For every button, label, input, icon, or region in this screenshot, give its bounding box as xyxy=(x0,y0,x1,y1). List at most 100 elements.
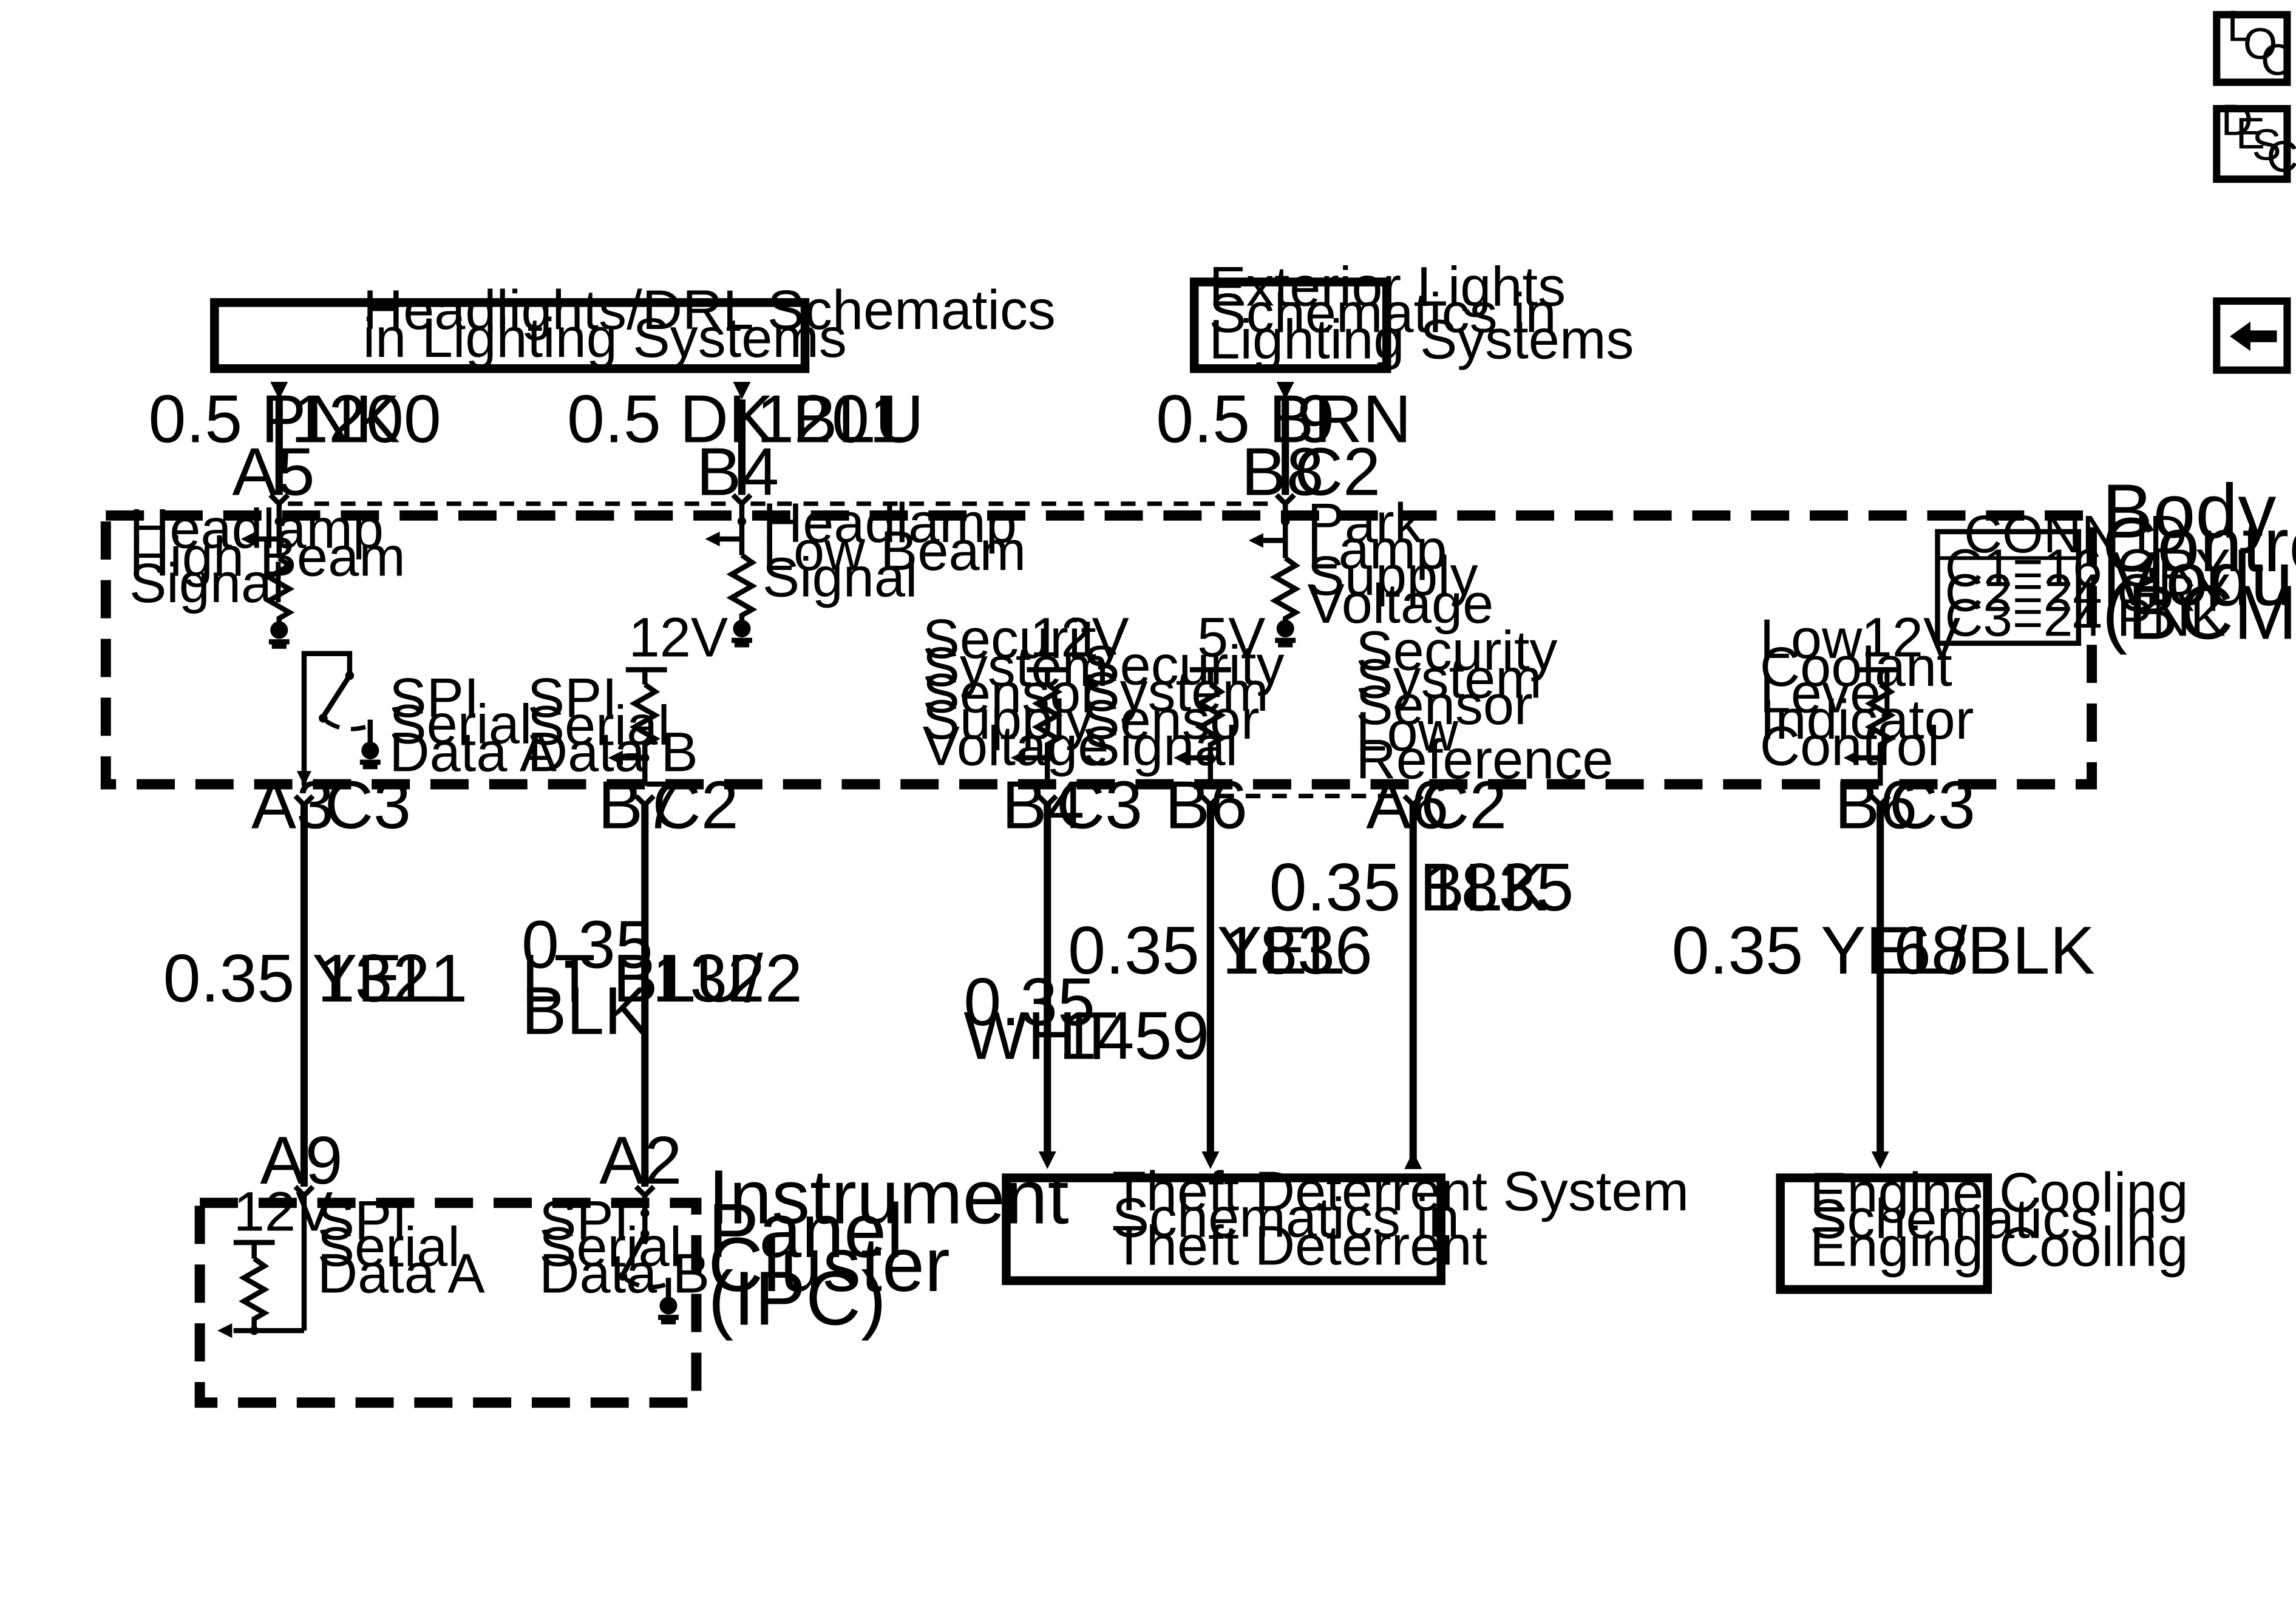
svg-text:C3: C3 xyxy=(325,767,411,843)
svg-text:E: E xyxy=(2236,109,2265,158)
svg-text:Control: Control xyxy=(1760,716,1940,778)
svg-text:SPI: SPI xyxy=(318,1190,407,1252)
svg-text:Cluster: Cluster xyxy=(708,1222,950,1307)
svg-text:System: System xyxy=(1356,648,1542,710)
svg-text:Coolant: Coolant xyxy=(1760,636,1952,698)
svg-text:1201: 1201 xyxy=(756,381,907,456)
ipc-spi-data-b: SPI Serial Data B xyxy=(539,1190,710,1324)
svg-text:C1=16 GRY: C1=16 GRY xyxy=(1945,538,2230,597)
svg-text:Panel: Panel xyxy=(708,1188,903,1273)
security-sensor-low-ref: Security System Sensor Low Reference xyxy=(1356,620,1613,790)
bcm-title: Body Control Module (BCM) xyxy=(2102,469,2296,656)
svg-text:Theft Deterrent System: Theft Deterrent System xyxy=(1112,1161,1689,1222)
park-lamp-circuit: Park Lamp Supply Voltage xyxy=(1248,492,1494,648)
svg-text:Sensor: Sensor xyxy=(1082,689,1259,751)
svg-text:1835: 1835 xyxy=(1424,849,1574,925)
svg-text:Headlamp: Headlamp xyxy=(763,492,1017,554)
svg-text:Voltage: Voltage xyxy=(923,716,1109,778)
wire-1321: 0.35 YEL 1321 xyxy=(163,804,468,1187)
svg-text:Low: Low xyxy=(1760,608,1863,670)
theft-deterrent-schematic-ref[interactable]: Theft Deterrent System Schematics in The… xyxy=(1002,1161,1690,1286)
back-button[interactable] xyxy=(2213,297,2291,374)
svg-text:(IPC): (IPC) xyxy=(708,1255,886,1341)
svg-text:Module: Module xyxy=(2102,536,2296,622)
svg-text:5V: 5V xyxy=(1197,607,1265,669)
svg-text:Supply: Supply xyxy=(923,689,1093,751)
svg-text:Security: Security xyxy=(1082,635,1284,697)
desc-button[interactable]: D E S C xyxy=(2213,96,2296,183)
svg-text:S: S xyxy=(2252,121,2281,170)
svg-text:Sensor: Sensor xyxy=(1356,674,1532,736)
svg-text:12V: 12V xyxy=(1030,607,1129,669)
svg-text:Control: Control xyxy=(2102,502,2296,588)
svg-text:Reference: Reference xyxy=(1356,728,1613,790)
svg-text:SPI: SPI xyxy=(539,1190,629,1252)
svg-text:B4: B4 xyxy=(1002,767,1084,843)
svg-text:A9: A9 xyxy=(260,1122,342,1198)
coolant-indicator-control: Low Coolant Level Indicator Control 12V xyxy=(1760,607,1974,786)
wire-9: 0.5 BRN 9 B8 C2 xyxy=(1156,381,1411,509)
svg-text:C3=24 PNK: C3=24 PNK xyxy=(1945,589,2226,648)
svg-text:Low Beam: Low Beam xyxy=(763,520,1026,582)
svg-text:SPI: SPI xyxy=(389,667,479,729)
wire-1200: 0.5 PNK 1200 A5 xyxy=(148,381,441,509)
svg-text:D: D xyxy=(2221,96,2253,145)
svg-text:Headlights/DRL Schematics: Headlights/DRL Schematics xyxy=(363,279,1056,341)
svg-text:Security: Security xyxy=(1356,620,1557,682)
svg-text:A2: A2 xyxy=(599,1122,682,1198)
svg-text:CONN ID: CONN ID xyxy=(1964,505,2187,564)
svg-text:Lamp: Lamp xyxy=(1308,518,1447,580)
svg-text:Exterior Lights: Exterior Lights xyxy=(1209,256,1566,317)
svg-text:Headlamp: Headlamp xyxy=(129,498,384,560)
svg-text:9: 9 xyxy=(1297,381,1335,456)
svg-text:Schematics in: Schematics in xyxy=(1810,1188,2157,1250)
svg-text:0.35: 0.35 xyxy=(521,907,653,983)
svg-text:68: 68 xyxy=(1894,912,1969,988)
engine-cooling-schematic-ref[interactable]: Engine Cooling Schematics in Enging Cool… xyxy=(1776,1162,2189,1294)
svg-text:C2: C2 xyxy=(1294,433,1381,509)
svg-text:0.5 DK BLU: 0.5 DK BLU xyxy=(567,381,924,456)
svg-text:B7: B7 xyxy=(598,767,681,843)
svg-text:Schematics in: Schematics in xyxy=(1209,282,1556,344)
svg-text:Low: Low xyxy=(1356,700,1458,762)
svg-text:0.35 BLK: 0.35 BLK xyxy=(1269,849,1547,925)
svg-text:Body: Body xyxy=(2102,469,2277,554)
svg-text:A6: A6 xyxy=(1366,767,1449,843)
svg-text:Lighting Systems: Lighting Systems xyxy=(1209,308,1634,370)
svg-text:B6: B6 xyxy=(1165,767,1248,843)
svg-text:Schematics in: Schematics in xyxy=(1112,1187,1459,1249)
svg-text:Indicator: Indicator xyxy=(1760,689,1974,751)
ipc-spi-data-a: 12V SPI Serial Data A xyxy=(217,1181,485,1338)
wire-1835: 0.35 BLK 1835 xyxy=(1269,804,1574,1170)
svg-text:1321: 1321 xyxy=(318,940,468,1016)
svg-text:B8: B8 xyxy=(1241,433,1324,509)
exterior-lights-schematic-ref[interactable]: Exterior Lights Schematics in Lighting S… xyxy=(1189,256,1634,373)
svg-text:Instrument: Instrument xyxy=(708,1154,1068,1240)
svg-text:C3: C3 xyxy=(1056,767,1143,843)
svg-text:System: System xyxy=(923,636,1109,698)
svg-text:WHT: WHT xyxy=(963,998,1117,1074)
svg-text:Security: Security xyxy=(923,608,1124,670)
svg-text:Data B: Data B xyxy=(528,721,698,783)
svg-text:Serial: Serial xyxy=(539,1216,682,1278)
wire-1322: 0.35 LT BLU/ BLK 1322 xyxy=(521,804,803,1187)
svg-text:Park: Park xyxy=(1308,492,1423,554)
svg-text:1200: 1200 xyxy=(291,381,441,456)
svg-text:Serial: Serial xyxy=(318,1216,460,1278)
svg-text:Enging Cooling: Enging Cooling xyxy=(1810,1216,2189,1278)
svg-text:High Beam: High Beam xyxy=(129,526,406,588)
svg-text:12V: 12V xyxy=(234,1181,333,1243)
svg-text:1459: 1459 xyxy=(1059,998,1210,1074)
bcm-spi-data-a: SPI Serial Data A xyxy=(296,651,557,786)
svg-text:Serial: Serial xyxy=(389,693,532,755)
svg-text:Signal: Signal xyxy=(129,552,285,614)
bcm-spi-data-b: 12V SPI Serial Data B xyxy=(528,607,728,786)
svg-text:Voltage: Voltage xyxy=(1308,573,1494,635)
svg-text:Sensor: Sensor xyxy=(923,663,1099,725)
headlights-schematic-ref[interactable]: Headlights/DRL Schematics in Lighting Sy… xyxy=(210,279,1056,373)
security-sensor-signal: Security System Sensor Signal 5V xyxy=(1082,607,1284,786)
svg-text:C: C xyxy=(2261,35,2292,84)
loc-button[interactable]: L O C xyxy=(2213,2,2292,86)
svg-text:C2=24 GRY: C2=24 GRY xyxy=(1945,564,2230,623)
